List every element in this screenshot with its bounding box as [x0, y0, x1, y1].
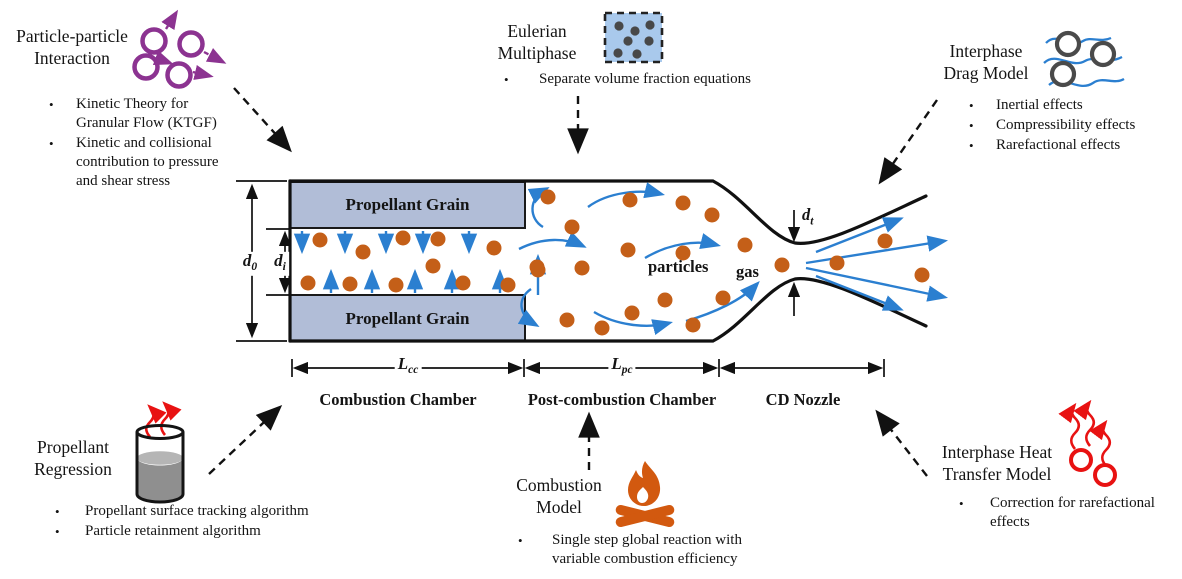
gas-label: gas	[736, 262, 759, 281]
bullet-marker	[952, 494, 990, 513]
post-chamber-length-label: Lpc	[608, 354, 636, 380]
callout-drag-bullets: Inertial effects Compressibility effects…	[962, 96, 1177, 156]
outer-diameter-label: d0	[239, 251, 261, 277]
bullet-marker	[48, 502, 85, 521]
regression-beaker-icon	[135, 401, 185, 504]
throat-diameter-label: dt	[802, 205, 814, 228]
particles-label: particles	[648, 257, 709, 276]
bullet-marker	[42, 95, 76, 114]
cd-nozzle-label: CD Nozzle	[765, 390, 841, 409]
callout-heat-bullets: Correction for rarefactional effects	[952, 494, 1182, 533]
propellant-grain-bottom-block	[289, 294, 526, 342]
combustion-chamber-label: Combustion Chamber	[319, 390, 477, 409]
post-combustion-chamber-label: Post-combustion Chamber	[527, 390, 717, 409]
propellant-grain-bottom-label: Propellant Grain	[345, 309, 470, 328]
callout-eulerian-title: Eulerian Multiphase	[497, 21, 577, 63]
bullet-marker	[962, 96, 996, 115]
callout-eulerian-bullets: Separate volume fraction equations	[497, 70, 797, 90]
dashed-connector-arrows	[208, 87, 938, 477]
callout-particle-interaction-title: Particle-particle Interaction	[16, 26, 128, 68]
bullet-marker	[48, 522, 85, 541]
heat-transfer-icon	[1058, 399, 1117, 487]
campfire-icon	[615, 461, 675, 528]
bullet-marker	[497, 70, 539, 89]
bullet-marker	[962, 116, 996, 135]
chamber-length-label: Lcc	[394, 354, 422, 380]
callout-combustion-bullets: Single step global reaction with variabl…	[511, 531, 766, 570]
callout-combustion-title: Combustion Model	[516, 475, 602, 517]
particles-dots	[300, 189, 930, 336]
callout-drag-title: Interphase Drag Model	[943, 41, 1029, 83]
callout-particle-interaction-bullets: Kinetic Theory for Granular Flow (KTGF) …	[42, 95, 232, 192]
bullet-marker	[962, 136, 996, 155]
callout-regression-bullets: Propellant surface tracking algorithm Pa…	[48, 502, 358, 542]
inner-diameter-label: di	[271, 251, 289, 277]
callout-regression-title: Propellant Regression	[34, 437, 112, 479]
bullet-marker	[511, 531, 552, 550]
eulerian-cell-icon	[603, 11, 664, 64]
motor-schematic	[236, 179, 949, 377]
callout-heat-title: Interphase Heat Transfer Model	[941, 442, 1053, 484]
gas-flow-arrows	[517, 182, 949, 336]
bullet-marker	[42, 134, 76, 153]
drag-flow-icon	[1043, 30, 1125, 88]
particle-interaction-icon	[132, 9, 227, 89]
propellant-grain-top-label: Propellant Grain	[345, 195, 470, 214]
